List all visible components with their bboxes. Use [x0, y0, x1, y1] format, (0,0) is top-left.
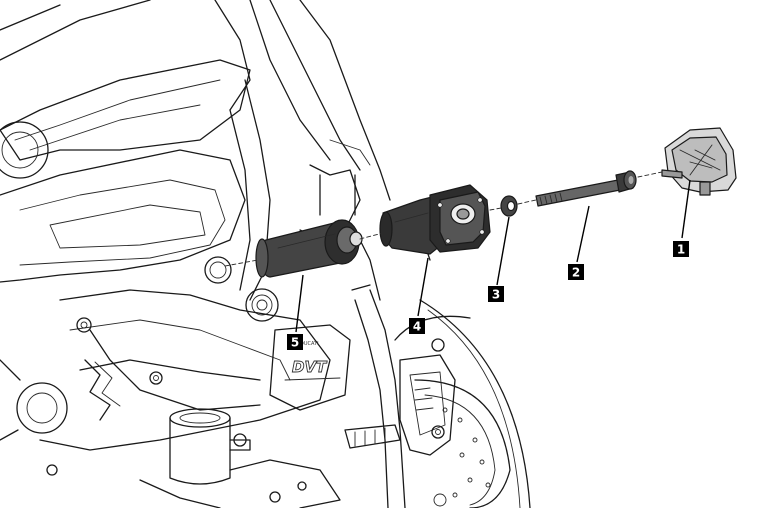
end-cap-part [661, 127, 737, 196]
leader-4 [417, 257, 429, 317]
assembly-axis-lines [224, 171, 663, 267]
leader-1 [681, 179, 691, 239]
callout-leaders [295, 179, 691, 333]
leader-5 [295, 274, 304, 333]
spacer-part [255, 219, 363, 278]
callout-3-label: 3 [492, 288, 500, 302]
washer-part [500, 195, 518, 217]
callout-4: 4 [409, 318, 425, 334]
callout-1-label: 1 [677, 243, 685, 257]
callout-5-label: 5 [291, 336, 299, 350]
motorcycle-frame-lineart: DUCATI DVT [0, 0, 531, 508]
engine-stamp-text: DVT [292, 358, 328, 376]
callout-1: 1 [673, 241, 689, 257]
callout-3: 3 [488, 286, 504, 302]
brake-disc-holes [442, 407, 491, 498]
leader-2 [576, 205, 590, 263]
svg-text:DUCATI: DUCATI [300, 341, 319, 347]
slider-body-part [379, 184, 491, 255]
callout-4-label: 4 [413, 320, 421, 334]
callout-5: 5 [287, 334, 303, 350]
callout-2: 2 [568, 264, 584, 280]
callout-2-label: 2 [572, 266, 580, 280]
leader-3 [496, 216, 510, 286]
bolt-part [535, 170, 637, 207]
